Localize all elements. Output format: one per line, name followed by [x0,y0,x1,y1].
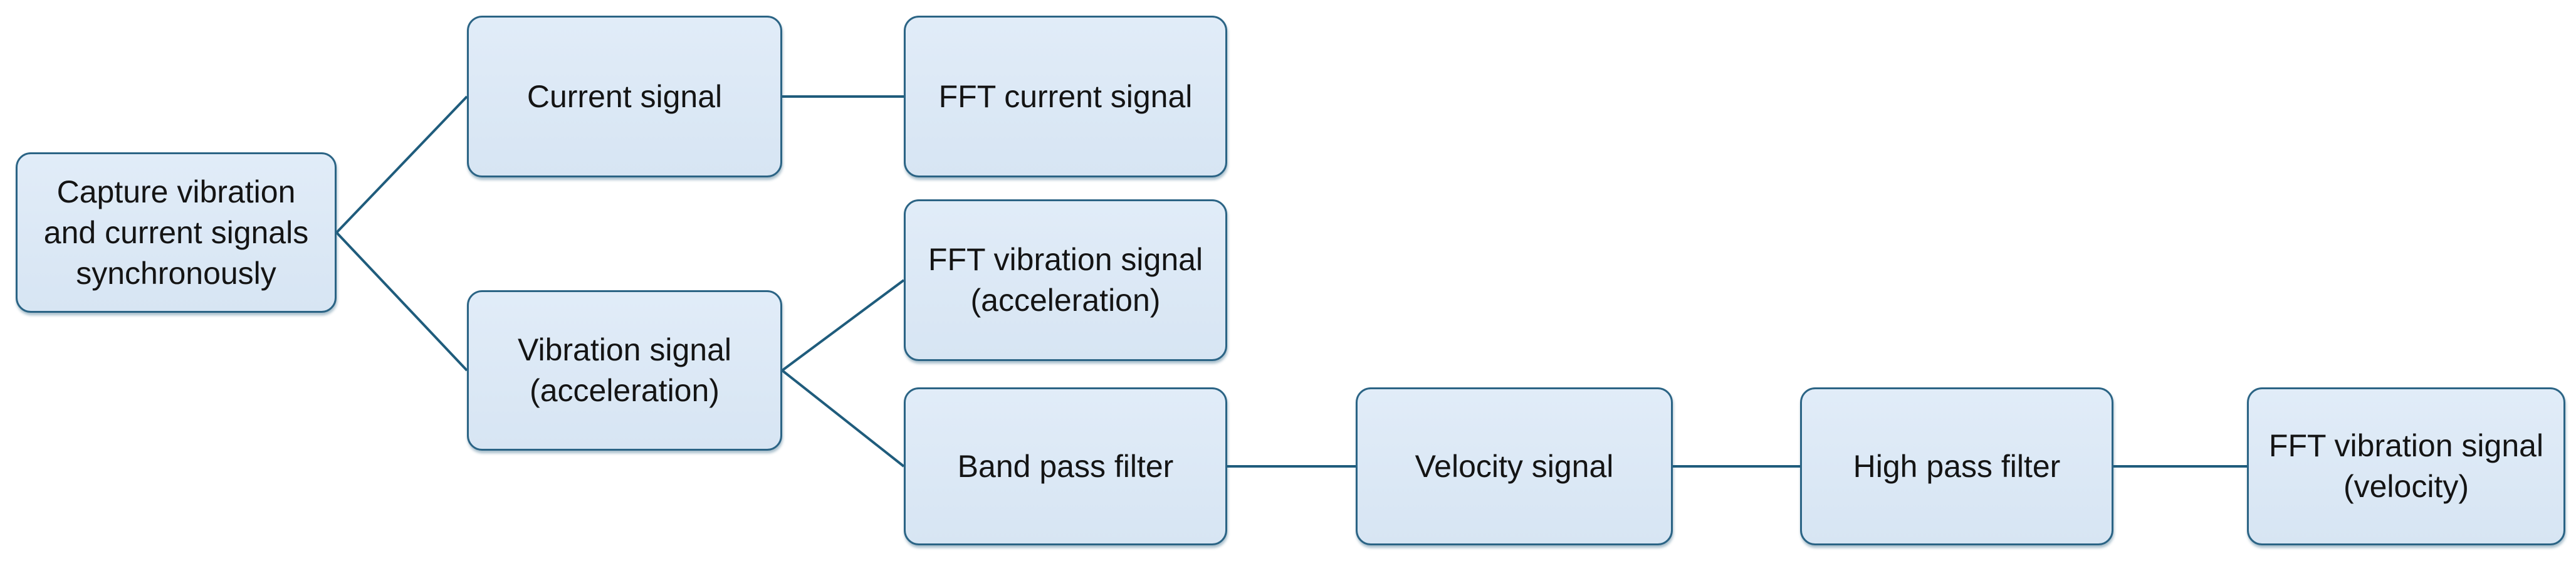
node-label-velocity-signal: Velocity signal [1415,448,1614,484]
node-label-capture-signals: Capture vibration and current signals sy… [43,174,309,291]
node-label-band-pass-filter: Band pass filter [957,448,1174,484]
node-velocity-signal: Velocity signal [1356,387,1673,545]
connector-vibration-signal-to-band-pass-filter [781,369,905,468]
node-label-vibration-signal: Vibration signal (acceleration) [518,332,731,408]
connector-capture-signals-to-current-signal [335,95,468,234]
node-fft-vibration-acceleration: FFT vibration signal (acceleration) [904,199,1227,361]
node-label-current-signal: Current signal [526,78,723,114]
node-capture-signals: Capture vibration and current signals sy… [16,152,337,313]
node-fft-vibration-velocity: FFT vibration signal (velocity) [2247,387,2565,545]
node-band-pass-filter: Band pass filter [904,387,1227,545]
node-high-pass-filter: High pass filter [1800,387,2113,545]
node-fft-current-signal: FFT current signal [904,16,1227,177]
connector-vibration-signal-to-fft-vibration-acceleration [781,279,905,372]
connector-capture-signals-to-vibration-signal [335,231,468,372]
node-vibration-signal: Vibration signal (acceleration) [467,290,782,451]
node-label-fft-vibration-acceleration: FFT vibration signal (acceleration) [928,242,1203,318]
node-label-fft-vibration-velocity: FFT vibration signal (velocity) [2268,428,2544,504]
node-label-fft-current-signal: FFT current signal [938,78,1193,114]
node-current-signal: Current signal [467,16,782,177]
node-label-high-pass-filter: High pass filter [1853,448,2061,484]
